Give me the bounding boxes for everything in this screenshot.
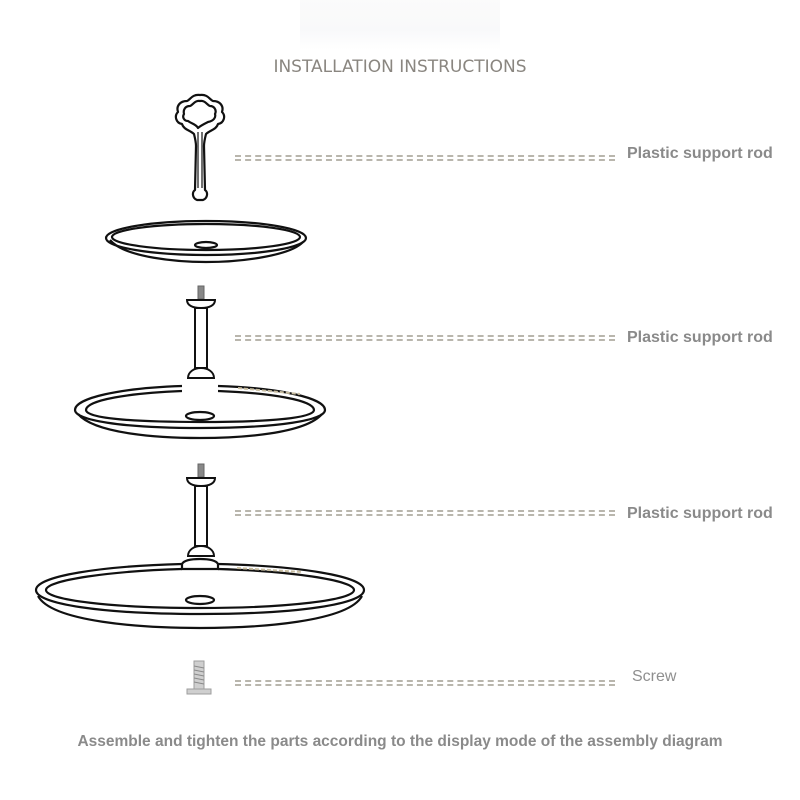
support-rod-icon: [185, 285, 217, 379]
label-screw: Screw: [632, 668, 677, 685]
assembly-instruction-text: Assemble and tighten the parts according…: [77, 733, 723, 750]
leader-line-top-rod: [235, 155, 615, 161]
page-title: INSTALLATION INSTRUCTIONS: [273, 57, 527, 77]
leader-line-bottom-rod: [235, 510, 615, 516]
label-middle-rod: Plastic support rod: [627, 329, 773, 346]
small-plate-icon: [104, 219, 308, 264]
faint-header-watermark: [300, 0, 500, 50]
leader-line-middle-rod: [235, 335, 615, 341]
large-plate-icon: [34, 557, 366, 630]
medium-plate-icon: [73, 384, 327, 440]
ornamental-finial-rod-icon: [174, 93, 226, 202]
label-bottom-rod: Plastic support rod: [627, 505, 773, 522]
label-top-rod: Plastic support rod: [627, 145, 773, 162]
support-rod-icon: [185, 463, 217, 557]
leader-line-screw: [235, 680, 615, 686]
screw-icon: [186, 660, 212, 695]
